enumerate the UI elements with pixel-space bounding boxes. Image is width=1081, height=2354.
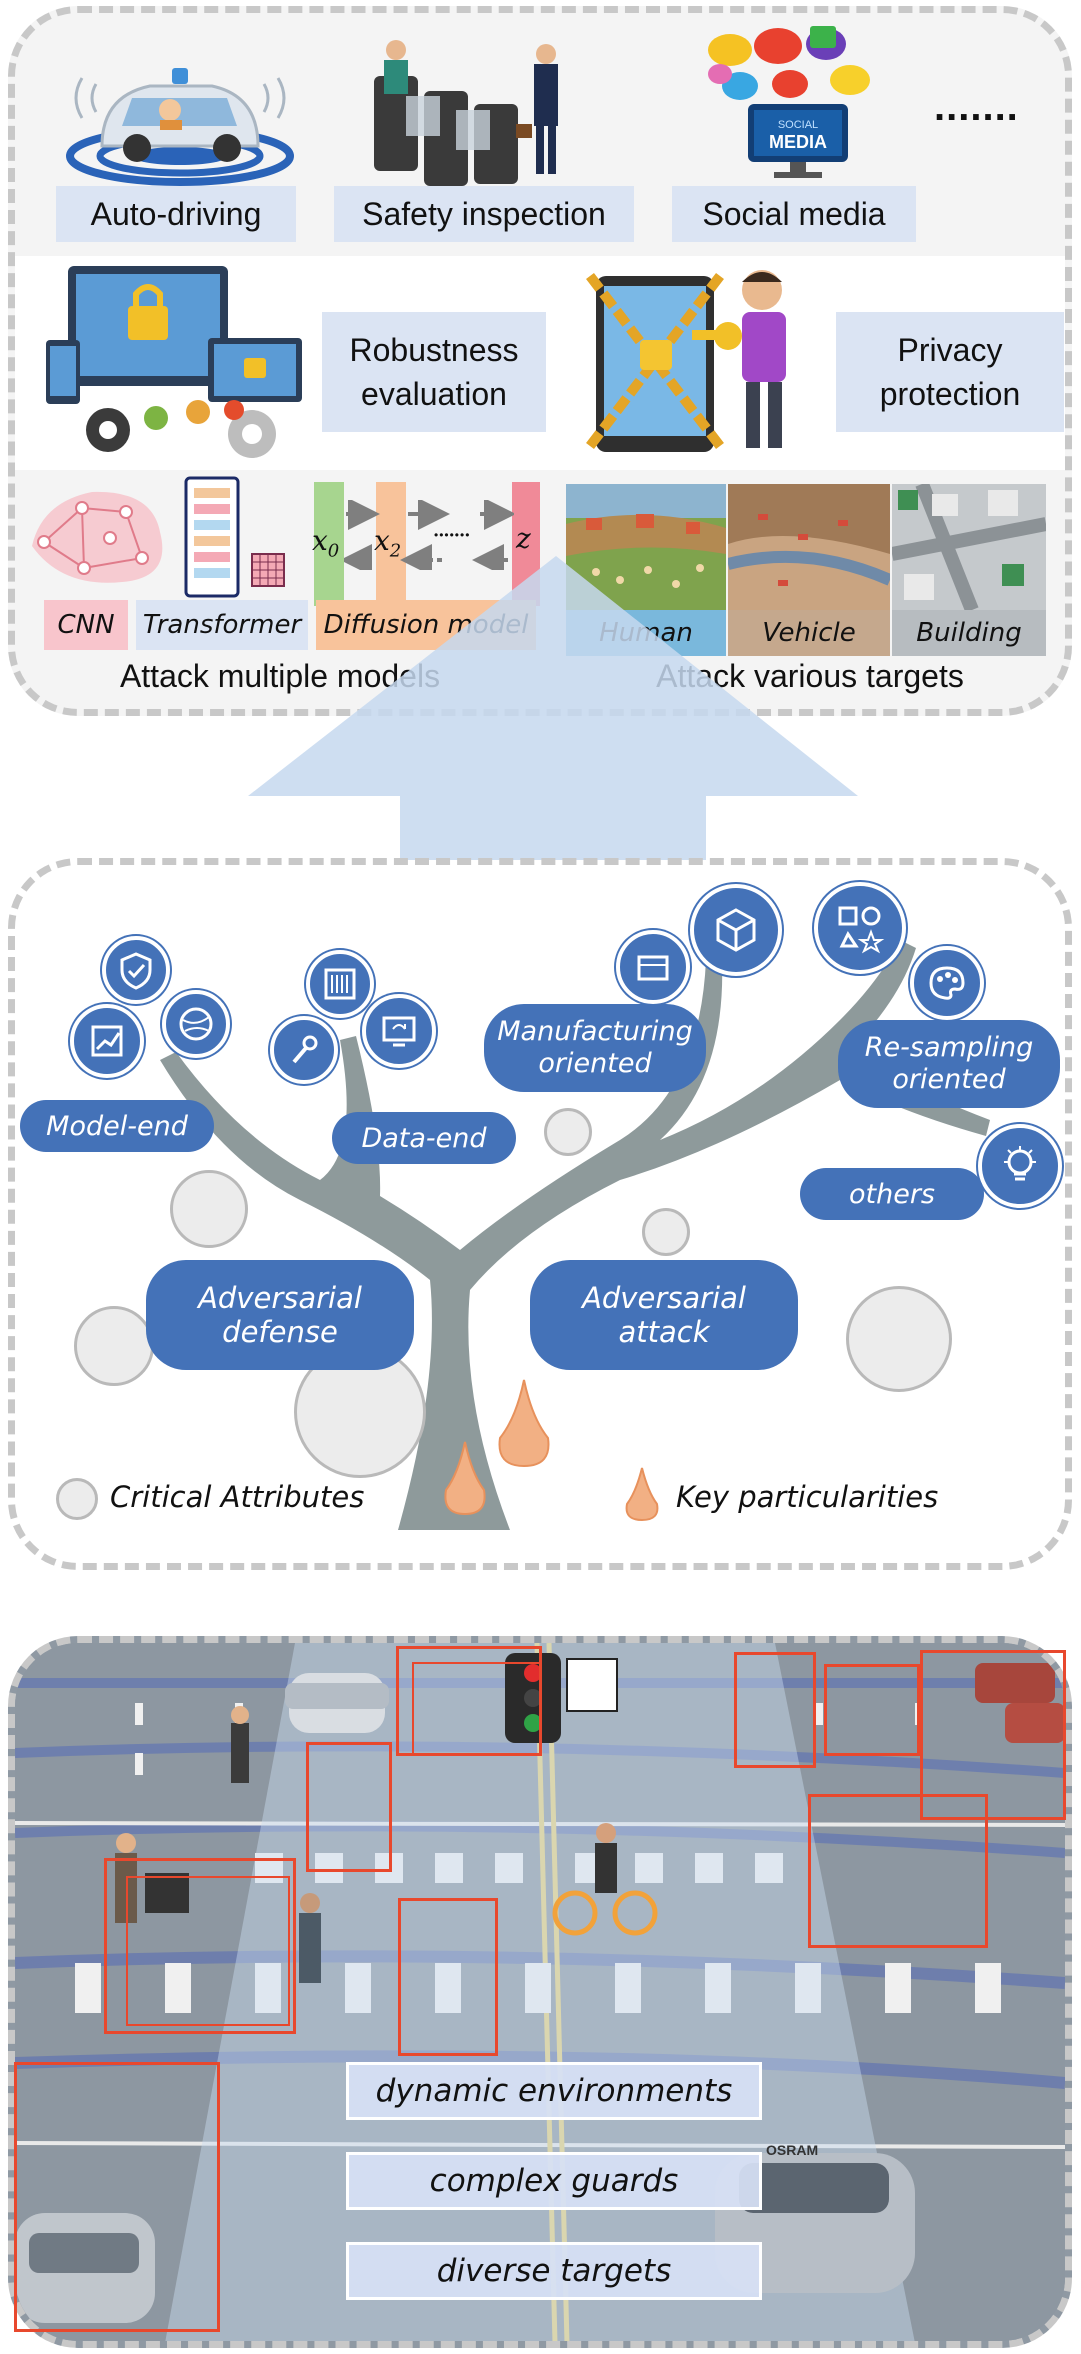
challenge-dynamic-environments: dynamic environments: [346, 2062, 762, 2120]
pill-resampling-oriented: Re-sampling oriented: [838, 1020, 1060, 1108]
shapes-icon: [814, 882, 906, 974]
critical-attribute-circle: [642, 1208, 690, 1256]
shield-icon: [102, 936, 170, 1004]
pill-adversarial-attack: Adversarial attack: [530, 1260, 798, 1370]
label-social-media: Social media: [672, 186, 916, 242]
probe-icon: [270, 1016, 338, 1084]
critical-attribute-circle: [544, 1108, 592, 1156]
critical-attribute-circle: [74, 1306, 154, 1386]
legend-key-particularities: Key particularities: [676, 1480, 939, 1514]
chart-icon: [70, 1004, 144, 1078]
label-robustness-evaluation: Robustness evaluation: [322, 312, 546, 432]
legend-key-drop: [625, 1467, 659, 1522]
bbox-car-far-back: [412, 1662, 542, 1756]
diffusion-dots: •••••••: [434, 528, 471, 542]
tag-cnn: CNN: [44, 600, 128, 650]
taxonomy-tree: [160, 940, 990, 1530]
legend-critical-attributes: Critical Attributes: [110, 1480, 365, 1514]
window-icon: [616, 930, 690, 1004]
label-auto-driving: Auto-driving: [56, 186, 296, 242]
bbox-sign: [824, 1664, 920, 1756]
social-icon-text2: MEDIA: [769, 132, 827, 152]
x0-sub: 0: [327, 540, 340, 562]
screen-refresh-icon: [362, 994, 436, 1068]
more-ellipsis: .......: [934, 85, 1019, 129]
label-safety-inspection: Safety inspection: [334, 186, 634, 242]
cnn-graph-icon: [32, 491, 163, 583]
label-privacy-protection: Privacy protection: [836, 312, 1064, 432]
lightbulb-brain-icon: [978, 1124, 1062, 1208]
cube-icon: [690, 884, 782, 976]
pill-adversarial-defense: Adversarial defense: [146, 1260, 414, 1370]
social-icon-text: SOCIAL: [778, 119, 818, 131]
bbox-pedestrian-stroller-back: [126, 1876, 290, 2026]
social-media-icon: SOCIAL MEDIA: [708, 26, 870, 178]
key-particularity-drop: [498, 1379, 550, 1468]
diffusion-x2-label: x2: [374, 524, 401, 562]
bbox-traffic-light: [734, 1652, 816, 1768]
diffusion-x0-label: x0: [312, 524, 339, 562]
legend-critical-circle: [56, 1478, 98, 1520]
palette-icon: [910, 946, 984, 1020]
x2-sub: 2: [389, 540, 402, 562]
bbox-car-near: [14, 2062, 220, 2332]
challenge-complex-guards: complex guards: [346, 2152, 762, 2210]
globe-icon: [162, 990, 230, 1058]
challenge-diverse-targets: diverse targets: [346, 2242, 762, 2300]
bbox-pedestrian-stroller: [104, 1858, 296, 2034]
taxonomy-panel: [8, 858, 1072, 1570]
bbox-cyclist: [808, 1794, 988, 1948]
pill-others: others: [800, 1168, 984, 1220]
pill-manufacturing-oriented: Manufacturing oriented: [484, 1004, 706, 1092]
critical-attribute-circle: [170, 1170, 248, 1248]
security-gate-icon: [374, 40, 558, 186]
x0-var: x: [312, 524, 328, 557]
building-scene-image: [892, 484, 1046, 610]
autonomous-car-icon: [66, 68, 294, 186]
bbox-parked-cars: [920, 1650, 1066, 1820]
bbox-pedestrian-1: [306, 1742, 392, 1872]
bbox-pedestrian-center: [398, 1898, 498, 2056]
pill-model-end: Model-end: [20, 1100, 214, 1152]
barcode-icon: [306, 950, 374, 1018]
diffusion-z-label: z: [516, 522, 531, 555]
tag-building: Building: [892, 610, 1046, 656]
key-particularity-drop: [444, 1441, 486, 1516]
x2-var: x: [374, 524, 390, 557]
critical-attribute-circle: [846, 1286, 952, 1392]
device-security-icon: [46, 266, 302, 458]
pill-data-end: Data-end: [332, 1112, 516, 1164]
locked-phone-icon: [586, 270, 786, 452]
osram-text: OSRAM: [766, 2142, 819, 2158]
